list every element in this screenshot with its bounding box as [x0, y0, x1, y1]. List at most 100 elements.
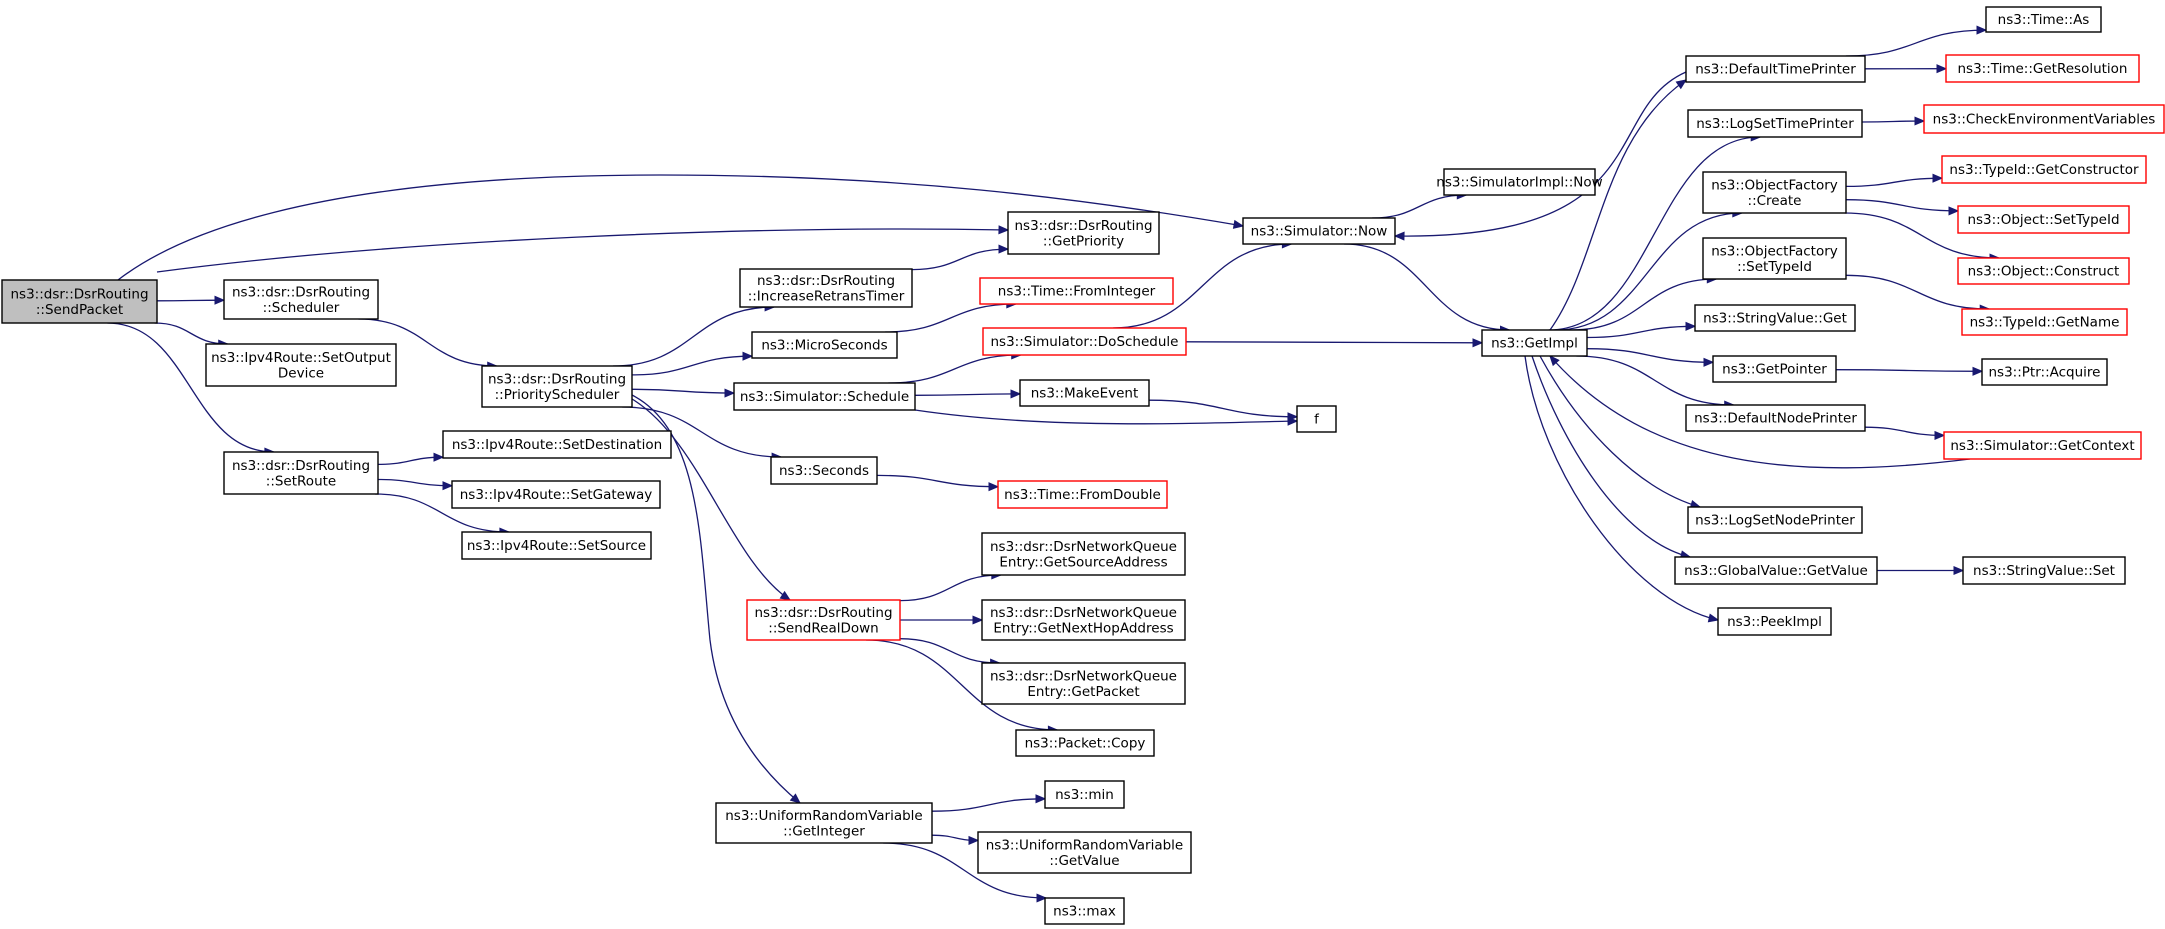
node-simgetcontext[interactable]: ns3::Simulator::GetContext [1943, 431, 2142, 460]
node-getimpl[interactable]: ns3::GetImpl [1481, 329, 1588, 357]
node-objsettypeid[interactable]: ns3::Object::SetTypeId [1957, 205, 2130, 234]
edge-arrowhead [742, 351, 754, 361]
node-box [1961, 308, 2128, 336]
edge-simnow-to-getimpl [1343, 243, 1511, 335]
node-doschedule[interactable]: ns3::Simulator::DoSchedule [982, 327, 1187, 356]
node-root[interactable]: ns3::dsr::DsrRouting::SendPacket [1, 279, 158, 324]
node-setgateway[interactable]: ns3::Ipv4Route::SetGateway [451, 480, 661, 509]
node-box [1702, 237, 1847, 280]
node-label: ns3::Simulator::Now [1251, 224, 1388, 240]
node-getsourceaddress[interactable]: ns3::dsr::DsrNetworkQueueEntry::GetSourc… [981, 532, 1186, 576]
edge-line [1531, 355, 1691, 558]
node-layer: ns3::dsr::DsrRouting::SendPacketns3::dsr… [1, 6, 2165, 925]
edge-arrowhead [724, 388, 736, 398]
node-setdestination[interactable]: ns3::Ipv4Route::SetDestination [442, 430, 672, 459]
node-label: ns3::ObjectFactory [1711, 243, 1838, 259]
node-timefrominteger[interactable]: ns3::Time::FromInteger [979, 277, 1174, 305]
node-label: ns3::Ipv4Route::SetDestination [452, 437, 662, 453]
node-label: ns3::Simulator::Schedule [740, 389, 909, 405]
node-setroute[interactable]: ns3::dsr::DsrRouting::SetRoute [223, 451, 379, 495]
node-priorityscheduler[interactable]: ns3::dsr::DsrRouting::PriorityScheduler [481, 365, 633, 408]
node-timeas[interactable]: ns3::Time::As [1985, 6, 2102, 33]
node-max[interactable]: ns3::max [1044, 897, 1125, 925]
edge-getimpl-to-defaulttimeprinter [1549, 79, 1688, 331]
edge-line [156, 228, 1009, 273]
node-getpacket[interactable]: ns3::dsr::DsrNetworkQueueEntry::GetPacke… [981, 662, 1186, 705]
node-microseconds[interactable]: ns3::MicroSeconds [751, 331, 898, 359]
node-defaultnodeprinter[interactable]: ns3::DefaultNodePrinter [1685, 404, 1866, 432]
node-urvgetvalue[interactable]: ns3::UniformRandomVariable::GetValue [977, 831, 1192, 874]
node-getresolution[interactable]: ns3::Time::GetResolution [1945, 54, 2140, 83]
node-getpointer[interactable]: ns3::GetPointer [1712, 355, 1837, 383]
edge-line [1864, 426, 1945, 437]
node-makeevent[interactable]: ns3::MakeEvent [1019, 379, 1150, 407]
edge-defaulttimeprinter-to-timeas [1845, 25, 1988, 57]
node-getnexthopaddress[interactable]: ns3::dsr::DsrNetworkQueueEntry::GetNextH… [981, 599, 1186, 641]
node-ptracquire[interactable]: ns3::Ptr::Acquire [1981, 358, 2108, 386]
node-box [1674, 556, 1878, 585]
node-sendrealdown[interactable]: ns3::dsr::DsrRouting::SendRealDown [746, 599, 901, 641]
node-label: ns3::dsr::DsrRouting [1014, 218, 1152, 234]
node-simimplnow[interactable]: ns3::SimulatorImpl::Now [1436, 168, 1603, 196]
edge-root-to-setroute [107, 322, 276, 457]
edge-defaulttimeprinter-to-simnow [1393, 71, 1687, 241]
node-increaseretranstimer[interactable]: ns3::dsr::DsrRouting::IncreaseRetransTim… [739, 268, 913, 308]
node-label: ns3::max [1053, 904, 1116, 920]
node-ofcreate[interactable]: ns3::ObjectFactory::Create [1702, 171, 1847, 214]
edge-getpointer-to-ptracquire [1835, 366, 1984, 376]
node-setsource[interactable]: ns3::Ipv4Route::SetSource [461, 531, 652, 560]
edge-arrowhead [1976, 25, 1988, 35]
edge-line [1844, 212, 2000, 259]
node-getinteger[interactable]: ns3::UniformRandomVariable::GetInteger [715, 802, 933, 844]
node-logsettimeprinter[interactable]: ns3::LogSetTimePrinter [1687, 109, 1863, 138]
node-min[interactable]: ns3::min [1044, 780, 1125, 809]
edge-line [865, 639, 1058, 731]
node-label: ns3::Time::FromInteger [998, 284, 1156, 300]
node-checkenv[interactable]: ns3::CheckEnvironmentVariables [1923, 104, 2165, 134]
node-box [997, 480, 1168, 509]
node-ofsettypeid[interactable]: ns3::ObjectFactory::SetTypeId [1702, 237, 1847, 280]
node-box [1957, 205, 2130, 234]
edge-line [1576, 355, 1734, 406]
edge-setroute-to-setgateway [377, 478, 454, 491]
node-box [1242, 217, 1396, 245]
node-timefromdouble[interactable]: ns3::Time::FromDouble [997, 480, 1168, 509]
node-box [981, 599, 1186, 641]
node-simschedule[interactable]: ns3::Simulator::Schedule [733, 382, 916, 411]
node-label: ns3::ObjectFactory [1711, 177, 1838, 193]
node-typeidgetname[interactable]: ns3::TypeId::GetName [1961, 308, 2128, 336]
node-f[interactable]: f [1296, 405, 1337, 433]
node-peekimpl[interactable]: ns3::PeekImpl [1717, 607, 1832, 636]
node-getconstructor[interactable]: ns3::TypeId::GetConstructor [1941, 155, 2147, 184]
edge-line [631, 388, 735, 394]
edge-arrowhead [1035, 794, 1047, 804]
node-logsetnodeprinter[interactable]: ns3::LogSetNodePrinter [1687, 506, 1863, 534]
node-box [1015, 729, 1155, 757]
node-label: ns3::Simulator::DoSchedule [991, 334, 1179, 350]
node-simnow[interactable]: ns3::Simulator::Now [1242, 217, 1396, 245]
edge-layer [107, 25, 2001, 903]
node-stringvalueset[interactable]: ns3::StringValue::Set [1962, 556, 2126, 585]
node-defaulttimeprinter[interactable]: ns3::DefaultTimePrinter [1685, 55, 1866, 83]
node-getpriority[interactable]: ns3::dsr::DsrRouting::GetPriority [1007, 211, 1160, 255]
edge-line [1343, 243, 1510, 331]
node-box [1985, 6, 2102, 33]
edge-getimpl-to-peekimpl [1524, 355, 1720, 623]
node-label: ::PriorityScheduler [495, 387, 620, 403]
node-box [1702, 171, 1847, 214]
node-box [461, 531, 652, 560]
edge-arrowhead [972, 615, 984, 625]
node-label: ns3::Ipv4Route::SetSource [467, 538, 646, 554]
node-box [1945, 54, 2140, 83]
node-stringvalueget[interactable]: ns3::StringValue::Get [1694, 304, 1856, 332]
node-globalgetvalue[interactable]: ns3::GlobalValue::GetValue [1674, 556, 1878, 585]
node-packetcopy[interactable]: ns3::Packet::Copy [1015, 729, 1155, 757]
node-objconstruct[interactable]: ns3::Object::Construct [1957, 257, 2130, 285]
node-scheduler[interactable]: ns3::dsr::DsrRouting::Scheduler [223, 279, 379, 320]
node-box [451, 480, 661, 509]
node-label: ns3::SimulatorImpl::Now [1436, 175, 1602, 191]
edge-defaultnodeprinter-to-simgetcontext [1864, 426, 1946, 440]
node-seconds[interactable]: ns3::Seconds [770, 456, 878, 485]
